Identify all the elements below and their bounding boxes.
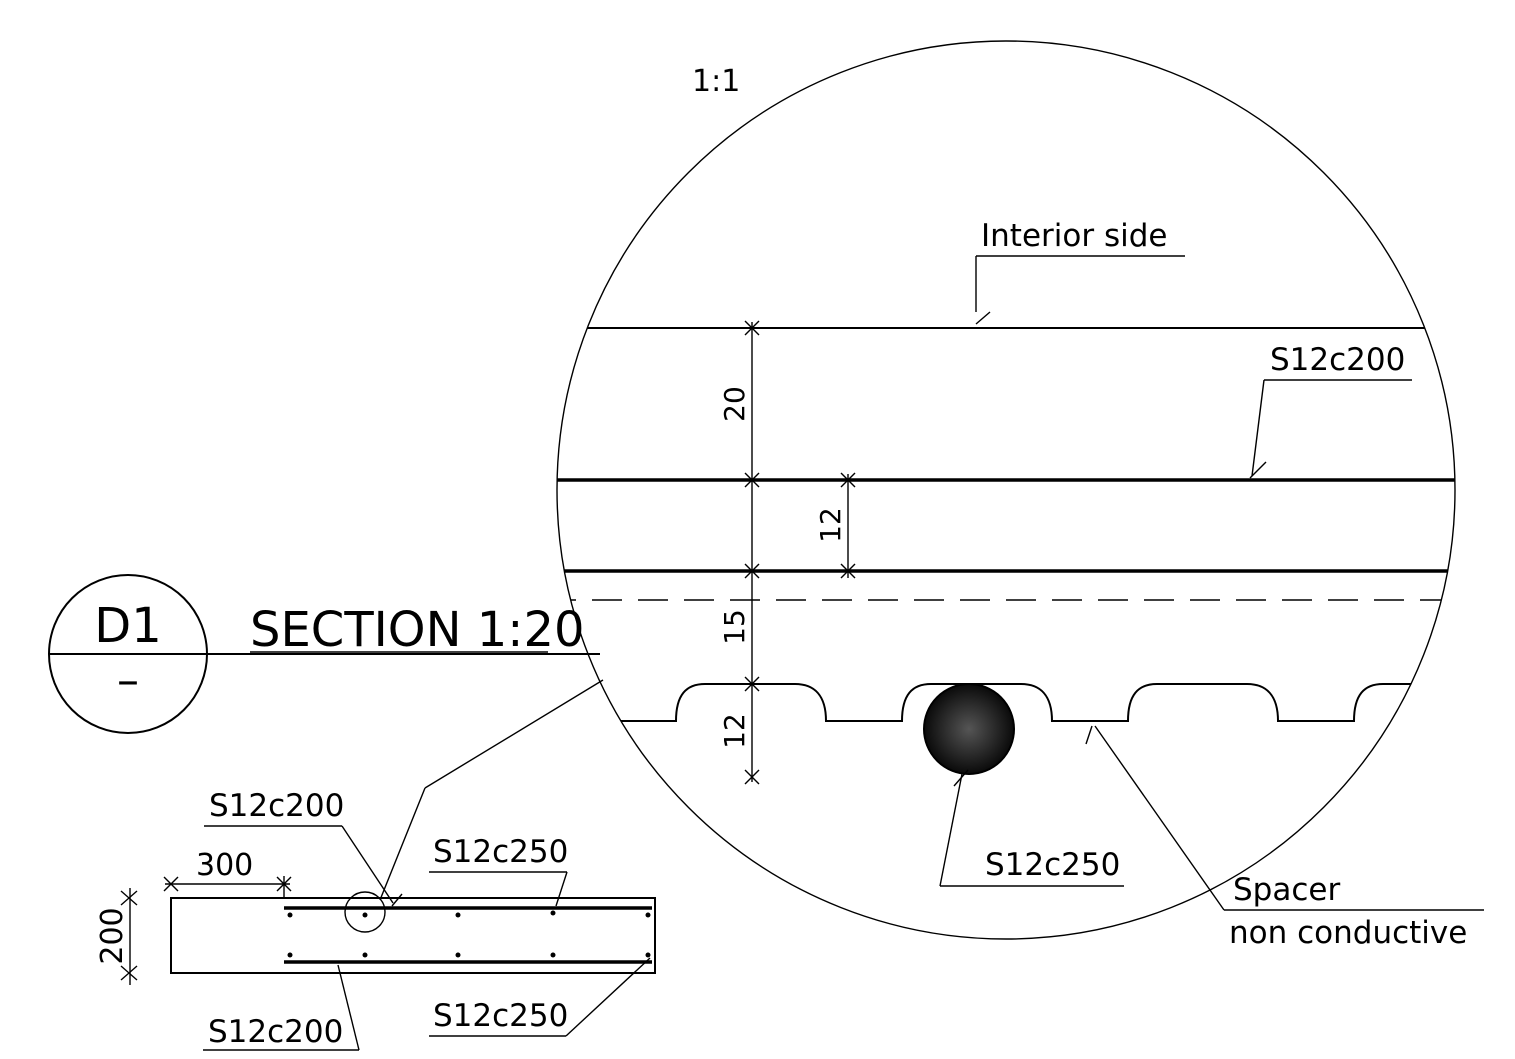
leader-sec-top-left-tick xyxy=(391,893,403,907)
dim-edge-ticks xyxy=(163,876,292,898)
dim-bar-top: 12 xyxy=(814,507,847,543)
leader-sec-bottom-left-stem xyxy=(337,964,360,1051)
detail-reference-leader-2 xyxy=(424,679,604,789)
section-title: SECTION 1:20 xyxy=(250,602,585,658)
label-spacer-2: non conductive xyxy=(1229,915,1467,951)
leader-spacer-stem xyxy=(1094,725,1225,911)
label-sec-bottom-right: S12c250 xyxy=(433,998,568,1034)
leader-sec-top-left-stem xyxy=(341,825,394,904)
leader-rebar-bottom-detail-stem xyxy=(939,773,963,887)
leader-rebar-bottom-detail-tick xyxy=(953,769,969,787)
label-sec-top-right: S12c250 xyxy=(433,834,568,870)
dim-gap: 15 xyxy=(718,609,751,645)
label-rebar-top-detail: S12c200 xyxy=(1270,342,1405,378)
dim-section-thickness: 200 xyxy=(95,907,130,964)
leader-sec-bottom-right-stem xyxy=(565,957,651,1037)
leader-spacer-tick xyxy=(1085,725,1093,745)
callout-sheet: – xyxy=(117,655,139,706)
detail-content xyxy=(557,327,1455,722)
section-rebar-dots xyxy=(287,910,651,958)
detail-scale: 1:1 xyxy=(692,64,740,99)
spacer-profile xyxy=(557,683,1455,722)
label-rebar-bottom-detail: S12c250 xyxy=(985,847,1120,883)
dim-thickness-ticks xyxy=(120,890,138,981)
leader-rebar-top-detail-tick xyxy=(1249,461,1267,479)
leader-sec-top-right-stem xyxy=(555,871,568,907)
callout-id: D1 xyxy=(94,598,162,654)
label-sec-bottom-left: S12c200 xyxy=(208,1014,343,1050)
dim-section-edge: 300 xyxy=(196,848,253,883)
label-sec-top-left: S12c200 xyxy=(209,788,344,824)
detail-circle xyxy=(556,40,1456,940)
detail-marker-circle xyxy=(344,891,386,933)
detail-dimension-chain xyxy=(744,320,856,785)
dim-bar-bottom: 12 xyxy=(718,713,751,749)
detail-reference-leader xyxy=(379,787,426,901)
slab-section xyxy=(170,897,656,974)
dim-cover: 20 xyxy=(718,386,751,422)
bottom-rebar-bar xyxy=(923,683,1015,775)
label-spacer-1: Spacer xyxy=(1233,872,1340,908)
leader-interior-side-tick2 xyxy=(975,311,991,325)
label-interior-side: Interior side xyxy=(981,218,1167,254)
leader-rebar-top-detail-stem xyxy=(1251,379,1265,477)
